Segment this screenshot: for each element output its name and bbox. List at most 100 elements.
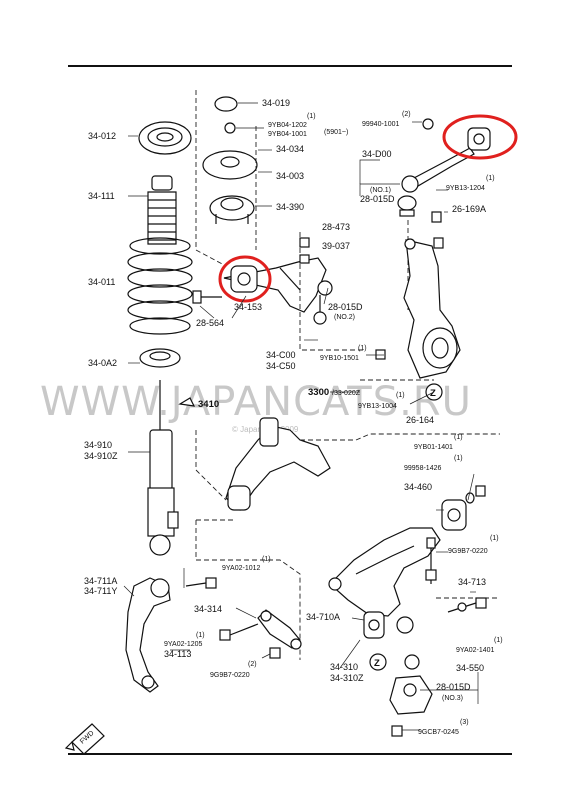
stabilizer-link-34-314 [257, 609, 302, 650]
label-34-011: 34-011 [88, 277, 115, 287]
label-n1-i: (1) [490, 535, 499, 542]
label-9G9B7-0220-b: 9G9B7-0220 [210, 672, 250, 679]
label-9G9B7-0220-a: 9G9B7-0220 [448, 548, 488, 555]
upper-seal [128, 121, 192, 155]
label-9YA02-1205: 9YA02-1205 [164, 641, 203, 648]
label-n1-a: (1) [307, 113, 316, 120]
steering-knuckle [403, 238, 461, 379]
label-n1-d: (1) [486, 175, 495, 182]
assembly-arrow-icon [178, 397, 196, 407]
label-n1-e: (1) [358, 345, 367, 352]
label-34-111: 34-111 [88, 191, 115, 201]
lower-arm-bushing-34-460 [441, 485, 486, 531]
label-34-019: 34-019 [262, 98, 290, 108]
label-9YB04-1001: 9YB04-1001 [268, 131, 307, 138]
bolt-39-037 [299, 237, 310, 264]
highlight-tie-rod-end [442, 114, 518, 160]
label-34-113: 34-113 [164, 649, 191, 659]
label-9YA02-1012: 9YA02-1012 [222, 565, 261, 572]
stabilizer-bar [125, 577, 171, 693]
label-34-310: 34-310 [330, 662, 358, 672]
bolt-9G9B7-0220-a [425, 537, 437, 584]
label-9YB13-1004: 9YB13-1004 [358, 403, 397, 410]
spring-seat [128, 348, 181, 368]
label-34-0A2: 34-0A2 [88, 358, 117, 368]
label-9YB10-1501: 9YB10-1501 [320, 355, 359, 362]
strut-mount-plate [202, 122, 272, 180]
watermark: WWW.JAPANCATS.RU [40, 379, 472, 425]
label-n1-b: (1) [196, 632, 205, 639]
label-9YB13-1204: 9YB13-1204 [446, 185, 485, 192]
fwd-arrow-icon: FWD [64, 723, 105, 755]
label-26-169A: 26-169A [452, 204, 486, 214]
label-34-310Z: 34-310Z [330, 673, 364, 683]
svg-text:Z: Z [374, 658, 380, 669]
label-34-012: 34-012 [88, 131, 116, 141]
label-9YB01-1401: 9YB01-1401 [414, 444, 453, 451]
shock-absorber [128, 380, 179, 556]
tie-rod-end-boot [397, 195, 417, 217]
label-34-711Y: 34-711Y [84, 586, 117, 596]
label-9YA02-1401: 9YA02-1401 [456, 647, 495, 654]
label-34-711A: 34-711A [84, 576, 117, 586]
lower-arm-3410 [225, 417, 331, 511]
label-34-910Z: 34-910Z [84, 451, 118, 461]
label-34-390: 34-390 [276, 202, 304, 212]
tie-rod [401, 118, 491, 193]
bolt-9YA02-1205 [219, 623, 259, 641]
lower-ball-joint [389, 654, 433, 715]
label-34-713: 34-713 [458, 577, 486, 587]
label-n2-b: (2) [402, 111, 411, 118]
label-9YB04-1202: 9YB04-1202 [268, 122, 307, 129]
label-n1-j: (1) [494, 637, 503, 644]
label-n1-h: (1) [454, 455, 463, 462]
label-39-037: 39-037 [322, 241, 350, 251]
label-34-D00: 34-D00 [362, 149, 392, 159]
label-28-015D-c: 28-015D [436, 682, 471, 692]
label-n3: (3) [460, 719, 469, 726]
label-28-015D-a: 28-015D [360, 194, 395, 204]
label-34-314: 34-314 [194, 604, 222, 614]
label-34-C00: 34-C00 [266, 350, 296, 360]
label-28-564: 28-564 [196, 318, 224, 328]
coil-spring [127, 237, 193, 335]
label-28-015D-b: 28-015D [328, 302, 363, 312]
svg-text:Z: Z [430, 388, 436, 399]
label-no2: (NO.2) [334, 314, 355, 321]
label-n1-g: (1) [454, 434, 463, 441]
label-34-550: 34-550 [456, 663, 484, 673]
label-n2-a: (2) [248, 661, 257, 668]
label-33-020Z: /33-020Z [332, 390, 361, 397]
bolt-28-564 [192, 290, 222, 304]
bolt-9YA02-1401 [447, 597, 487, 613]
z-marker-lower: Z [369, 653, 387, 671]
dust-boot [128, 175, 177, 245]
upper-ball-joint [313, 280, 333, 325]
label-3300: 3300 [308, 387, 329, 398]
label-26-164: 26-164 [406, 415, 434, 425]
label-34-003: 34-003 [276, 171, 304, 181]
label-34-910: 34-910 [84, 440, 112, 450]
label-5901: (5901~) [324, 129, 348, 136]
highlight-upper-bushing [218, 255, 272, 303]
upper-arm-bushing [230, 265, 258, 293]
label-34-460: 34-460 [404, 482, 432, 492]
label-99940-1001: 99940-1001 [362, 121, 399, 128]
bolt-9GCB7-0245 [391, 725, 403, 737]
bolt-9YA02-1012 [185, 577, 217, 589]
mount-cap [214, 96, 258, 112]
label-9GCB7-0245: 9GCB7-0245 [418, 729, 459, 736]
bolt-26-169A [431, 211, 444, 249]
nut-9YB10-1501 [375, 349, 386, 360]
label-no1: (NO.1) [370, 187, 391, 194]
lower-control-arm [328, 527, 441, 639]
label-34-153: 34-153 [234, 302, 262, 312]
label-34-034: 34-034 [276, 144, 304, 154]
label-3410: 3410 [198, 399, 219, 410]
label-no3: (NO.3) [442, 695, 463, 702]
label-n1-f: (1) [396, 392, 405, 399]
label-28-473: 28-473 [322, 222, 350, 232]
nut-9G9B7-0220-b [269, 647, 281, 659]
label-99958-1426: 99958-1426 [404, 465, 441, 472]
